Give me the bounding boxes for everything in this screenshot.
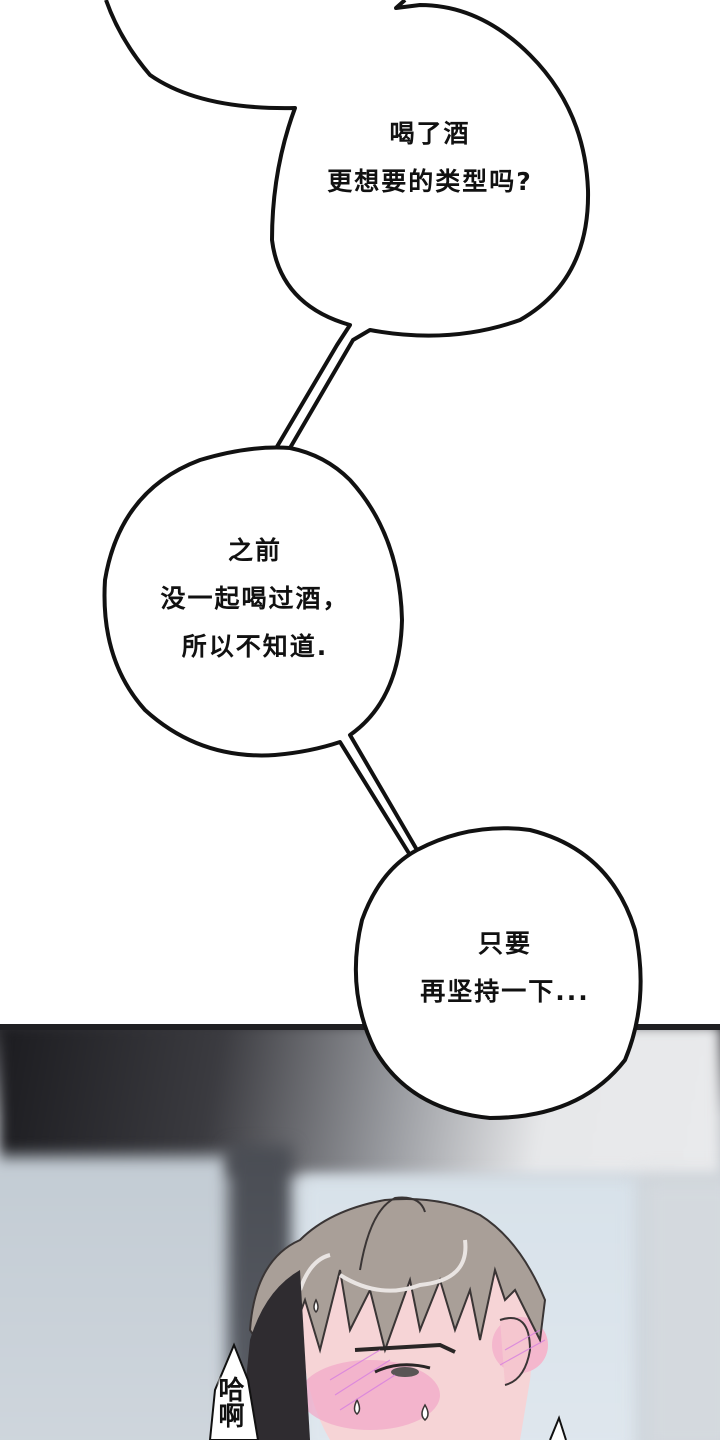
panel-border [0, 1024, 720, 1030]
speech-bubble-2: 之前 没一起喝过酒， 所以不知道. [105, 527, 405, 671]
bubble-2-line-1: 之前 [227, 536, 282, 565]
blurred-window-left [0, 1156, 230, 1440]
character-panel: 哈啊 [0, 1026, 720, 1440]
speech-bubble-3: 只要 再坚持一下... [370, 920, 640, 1016]
blurred-wall-right [640, 1176, 720, 1440]
bubble-3-line-2: 再坚持一下... [420, 977, 590, 1006]
bubble-1-line-2: 更想要的类型吗? [327, 167, 533, 196]
bubble-1-line-1: 喝了酒 [389, 119, 471, 148]
bubble-2-line-3: 所以不知道. [181, 632, 329, 661]
sfx-pant: 哈啊 [214, 1376, 244, 1428]
bubble-3-line-1: 只要 [477, 929, 532, 958]
speech-bubble-1: 喝了酒 更想要的类型吗? [270, 110, 590, 206]
character-illustration [208, 1196, 567, 1440]
bubble-2-line-2: 没一起喝过酒， [160, 584, 350, 613]
